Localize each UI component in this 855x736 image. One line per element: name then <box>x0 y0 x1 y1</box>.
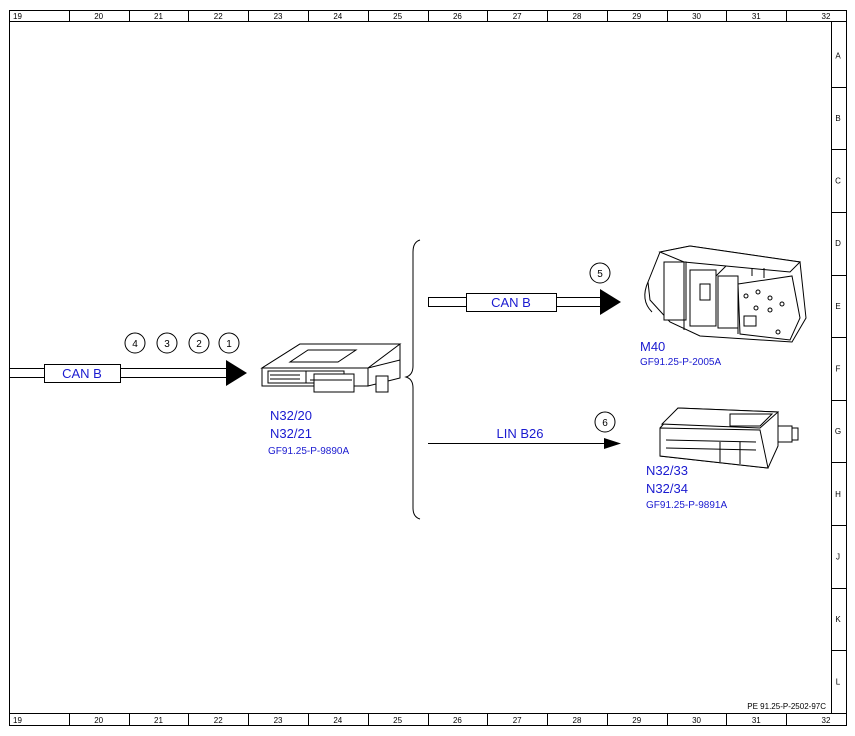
ruler-column-label: 30 <box>692 12 701 21</box>
svg-text:2: 2 <box>196 339 202 350</box>
document-id: PE 91.25-P-2502-97C <box>747 702 826 711</box>
ruler-row-label: E <box>835 302 840 311</box>
ruler-column-label: 20 <box>94 12 103 21</box>
lin-branch-arrowhead <box>604 438 621 449</box>
can-branch-label: CAN B <box>491 295 531 310</box>
ruler-column-label: 22 <box>214 12 223 21</box>
ruler-column-label: 19 <box>13 12 22 21</box>
m40-id: M40 <box>640 339 665 354</box>
ruler-column-label: 30 <box>692 716 701 725</box>
ruler-column-label: 32 <box>822 716 831 725</box>
circle-number-1: 1 <box>218 332 240 354</box>
ruler-row-label: H <box>835 490 841 499</box>
input-can-bus: CAN B <box>9 360 247 386</box>
ruler-column-label: 28 <box>573 12 582 21</box>
lin-target-id-1: N32/33 <box>646 463 688 478</box>
ruler-row-label: B <box>835 114 840 123</box>
svg-text:4: 4 <box>132 339 138 350</box>
ruler-row-label: L <box>836 678 841 687</box>
lin-target-ref: GF91.25-P-9891A <box>646 500 727 511</box>
ruler-column-label: 19 <box>13 716 22 725</box>
ruler-column-label: 25 <box>393 716 402 725</box>
ruler-column-label: 26 <box>453 716 462 725</box>
svg-text:1: 1 <box>226 339 232 350</box>
ruler-column-label: 28 <box>573 716 582 725</box>
ruler-column-label: 27 <box>513 716 522 725</box>
ruler-column-label: 24 <box>333 716 342 725</box>
bottom-ruler: 19 20 21 22 23 24 25 26 27 28 29 30 31 32 <box>9 713 846 725</box>
can-branch-label-box <box>466 293 557 312</box>
lin-target-id-2: N32/34 <box>646 481 688 496</box>
branch-brace <box>404 239 421 520</box>
control-unit-ref: GF91.25-P-9890A <box>268 446 349 457</box>
ruler-column-label: 20 <box>94 716 103 725</box>
input-bus-arrowhead <box>226 360 247 386</box>
lin-target-component-graphic <box>659 407 799 469</box>
circle-number-2: 2 <box>188 332 210 354</box>
right-ruler: A B C D E F G H J K L <box>831 21 846 713</box>
top-ruler: 19 20 21 22 23 24 25 26 27 28 29 30 31 32 <box>9 10 846 22</box>
control-unit-id-1: N32/20 <box>270 408 312 423</box>
ruler-row-label: J <box>836 552 840 561</box>
ruler-column-label: 31 <box>752 716 761 725</box>
ruler-column-label: 23 <box>274 12 283 21</box>
input-bus-label-box <box>44 364 121 383</box>
ruler-row-label: D <box>835 239 841 248</box>
lin-branch-label: LIN B26 <box>497 426 544 441</box>
ruler-column-label: 31 <box>752 12 761 21</box>
ruler-row-label: K <box>835 615 841 624</box>
ruler-column-label: 24 <box>333 12 342 21</box>
ruler-column-label: 22 <box>214 716 223 725</box>
circle-number-3: 3 <box>156 332 178 354</box>
ruler-column-label: 29 <box>632 716 641 725</box>
ruler-column-label: 27 <box>513 12 522 21</box>
ruler-row-label: G <box>835 427 841 436</box>
lin-branch-line: LIN B26 <box>428 426 621 449</box>
ruler-row-label: C <box>835 177 841 186</box>
svg-text:3: 3 <box>164 339 170 350</box>
ruler-column-label: 23 <box>274 716 283 725</box>
can-branch-bus: CAN B <box>428 289 621 315</box>
ruler-column-label: 25 <box>393 12 402 21</box>
svg-text:6: 6 <box>602 418 608 429</box>
input-bus-circle-numbers: 4 3 2 1 <box>124 332 240 354</box>
ruler-column-label: 26 <box>453 12 462 21</box>
ruler-column-label: 21 <box>154 12 163 21</box>
m40-ref: GF91.25-P-2005A <box>640 357 721 368</box>
circle-number-5: 5 <box>589 262 611 284</box>
ruler-row-label: F <box>836 365 841 374</box>
circle-number-4: 4 <box>124 332 146 354</box>
circle-number-6: 6 <box>594 411 616 433</box>
ruler-column-label: 29 <box>632 12 641 21</box>
ruler-column-label: 21 <box>154 716 163 725</box>
ruler-row-label: A <box>835 51 841 60</box>
input-bus-label: CAN B <box>62 366 102 381</box>
can-branch-arrowhead <box>600 289 621 315</box>
m40-component-graphic <box>644 245 807 343</box>
control-unit-id-2: N32/21 <box>270 426 312 441</box>
svg-text:5: 5 <box>597 269 603 280</box>
control-unit-graphic <box>260 343 402 393</box>
ruler-column-label: 32 <box>822 12 831 21</box>
